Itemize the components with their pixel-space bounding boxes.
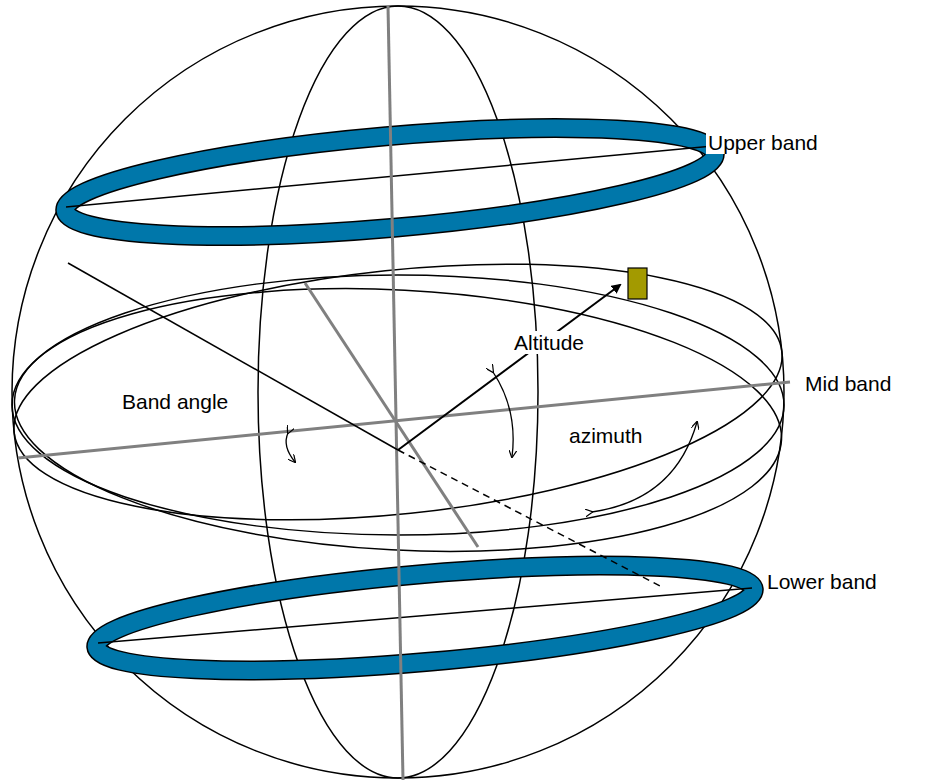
angle-label: azimuth bbox=[567, 424, 645, 447]
band-label: Upper band bbox=[706, 131, 820, 154]
band-angle-line bbox=[68, 263, 398, 450]
sphere-outline bbox=[12, 6, 784, 778]
angle-label: Altitude bbox=[512, 331, 586, 354]
band-angle-arc bbox=[286, 433, 295, 462]
band-label: Lower band bbox=[765, 570, 879, 593]
vertical-axis bbox=[388, 6, 403, 780]
azimuth-reference bbox=[398, 450, 660, 586]
lower-band-chord bbox=[98, 588, 752, 643]
lower-band bbox=[92, 545, 757, 690]
target-object bbox=[628, 268, 647, 299]
band-label: Mid band bbox=[803, 372, 893, 395]
altitude-arc bbox=[493, 372, 513, 457]
angle-label: Band angle bbox=[120, 390, 230, 413]
tilted-axis bbox=[305, 283, 478, 547]
